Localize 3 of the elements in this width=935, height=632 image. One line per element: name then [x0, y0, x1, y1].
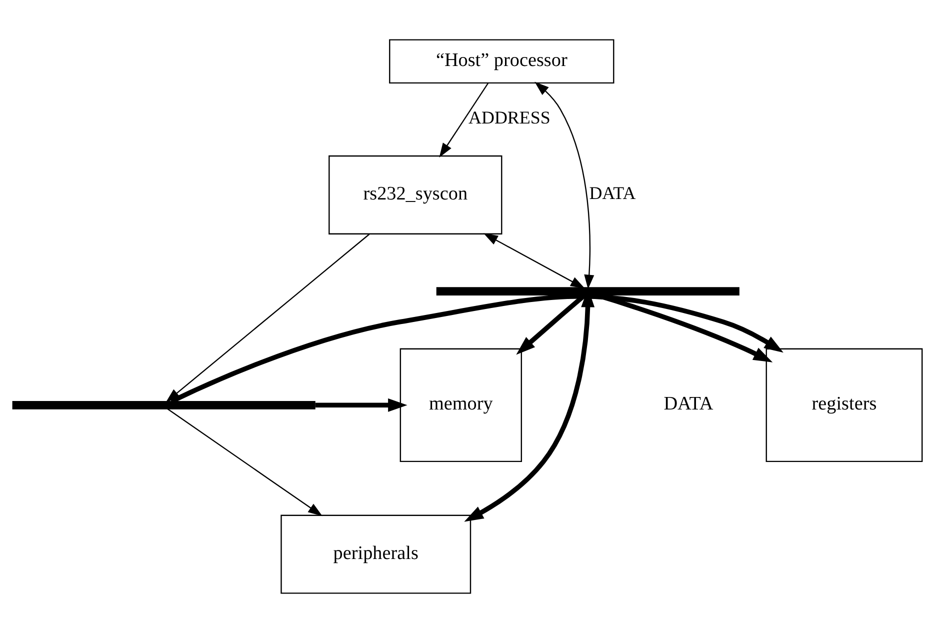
label: DATA — [664, 393, 714, 414]
edge-label: ADDRESS — [468, 107, 550, 128]
edge-label: DATA — [589, 182, 636, 203]
